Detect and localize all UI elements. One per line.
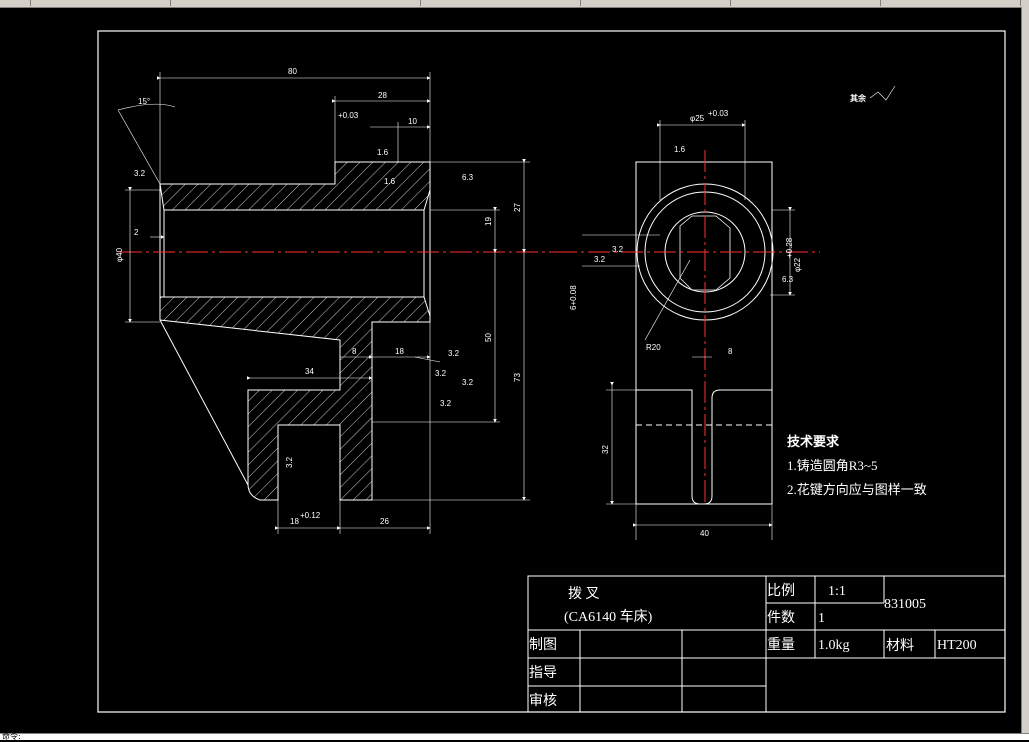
- side-dimension-texts: φ25 +0.03 1.6 3.2 3.2 6.3 φ22 +0.28 6+0.…: [569, 93, 867, 538]
- dim-26: 26: [380, 517, 389, 526]
- roughness-note: 其余: [850, 93, 867, 103]
- command-prompt: 命令:: [2, 732, 21, 741]
- dim-50: 50: [484, 333, 493, 342]
- toolbar: [0, 0, 1029, 8]
- dim-tol25: +0.03: [708, 109, 729, 118]
- dim-3-2c: 3.2: [435, 369, 447, 378]
- title-block: [527, 575, 1006, 713]
- dim-1-6c: 1.6: [674, 145, 686, 154]
- section-view: [159, 161, 431, 501]
- requirement-1: 1.铸造圆角R3~5: [787, 458, 877, 473]
- requirement-2: 2.花键方向应与图样一致: [787, 482, 927, 497]
- toolbar-button[interactable]: [430, 0, 581, 6]
- drawing-number: 831005: [884, 597, 926, 612]
- dim-40: 40: [700, 529, 709, 538]
- part-name: 拨 叉: [568, 586, 600, 602]
- dim-tol-top: +0.03: [338, 111, 359, 120]
- front-dimension-lines: [117, 72, 530, 534]
- toolbar-button[interactable]: [300, 0, 421, 6]
- dim-3-2a: 3.2: [134, 169, 146, 178]
- qty-value: 1: [818, 611, 825, 626]
- dim-r20: R20: [646, 343, 661, 352]
- dim-80: 80: [288, 67, 297, 76]
- drawn-by-label: 制图: [529, 637, 557, 653]
- drawing-canvas[interactable]: 80 28 10 15° +0.03 1.6 1.6 3.2 6.3 φ40 2…: [0, 7, 1021, 733]
- side-view-outline: [635, 161, 773, 505]
- dim-27: 27: [513, 203, 522, 212]
- dim-spline: 6+0.08: [569, 285, 578, 310]
- dim-3-2e: 3.2: [440, 399, 452, 408]
- toolbar-button[interactable]: [40, 0, 171, 6]
- weight-value: 1.0kg: [818, 638, 850, 653]
- scale-value: 1:1: [828, 584, 846, 599]
- material-value: HT200: [937, 638, 977, 653]
- scale-label: 比例: [767, 583, 795, 599]
- dim-18: 18: [395, 347, 404, 356]
- dim-32: 32: [601, 445, 610, 454]
- title-block-texts: 拨 叉 (CA6140 车床) 比例 1:1 831005 件数 1 重量 1.…: [529, 583, 977, 709]
- technical-requirements: 技术要求 1.铸造圆角R3~5 2.花键方向应与图样一致: [787, 434, 927, 497]
- toolbar-button[interactable]: [740, 0, 881, 6]
- dim-6-3b: 6.3: [782, 275, 794, 284]
- front-dimension-texts: 80 28 10 15° +0.03 1.6 1.6 3.2 6.3 φ40 2…: [115, 67, 522, 526]
- dim-6-3a: 6.3: [462, 173, 474, 182]
- dim-8a: 8: [352, 347, 357, 356]
- dim-8b: 8: [728, 347, 733, 356]
- qty-label: 件数: [767, 610, 795, 626]
- part-subtitle: (CA6140 车床): [564, 608, 653, 625]
- dim-phi40: φ40: [115, 247, 124, 262]
- dim-2: 2: [134, 228, 139, 237]
- dim-19: 19: [484, 217, 493, 226]
- dim-3-2h: 3.2: [612, 245, 624, 254]
- dim-phi25: φ25: [690, 114, 705, 123]
- command-line[interactable]: 命令:: [0, 732, 1029, 741]
- dim-1-6a: 1.6: [377, 148, 389, 157]
- top-wall-hatch: [159, 161, 431, 211]
- dim-73: 73: [513, 373, 522, 382]
- dim-34: 34: [305, 367, 314, 376]
- side-dimension-lines: [582, 85, 896, 540]
- guide-label: 指导: [529, 665, 557, 681]
- vertical-scrollbar[interactable]: [1021, 7, 1029, 734]
- dim-3-2f: 3.2: [285, 456, 294, 468]
- dim-3-2d: 3.2: [462, 378, 474, 387]
- toolbar-button[interactable]: [890, 0, 1021, 6]
- requirements-title: 技术要求: [787, 434, 840, 449]
- material-label: 材料: [886, 638, 914, 654]
- dim-3-2b: 3.2: [448, 349, 460, 358]
- dim-tol-bot: +0.12: [300, 511, 321, 520]
- weight-label: 重量: [767, 637, 795, 653]
- drawing-border: [97, 30, 1006, 713]
- dim-1-6b: 1.6: [384, 177, 396, 186]
- bottom-wall-hatch: [159, 296, 431, 501]
- dim-phi22: φ22: [793, 257, 802, 272]
- review-label: 审核: [529, 693, 557, 709]
- dim-15deg: 15°: [138, 97, 150, 106]
- toolbar-button[interactable]: [590, 0, 731, 6]
- dim-10: 10: [408, 117, 417, 126]
- dim-28: 28: [378, 91, 387, 100]
- dim-3-2g: 3.2: [594, 255, 606, 264]
- toolbar-button[interactable]: [0, 0, 31, 6]
- dim-18b: 18: [290, 517, 299, 526]
- dim-tol22: +0.28: [785, 237, 794, 258]
